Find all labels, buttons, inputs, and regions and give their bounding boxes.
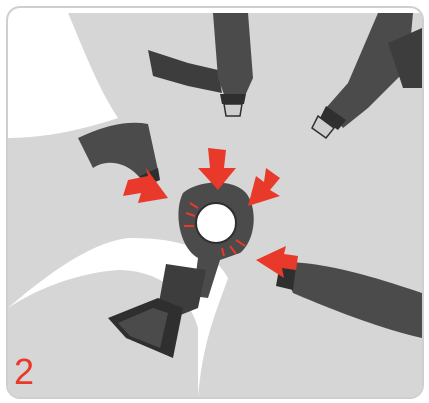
harness-assembly-illustration [8, 8, 422, 397]
illustration-frame: 2 [6, 6, 424, 399]
step-number: 2 [14, 354, 34, 390]
